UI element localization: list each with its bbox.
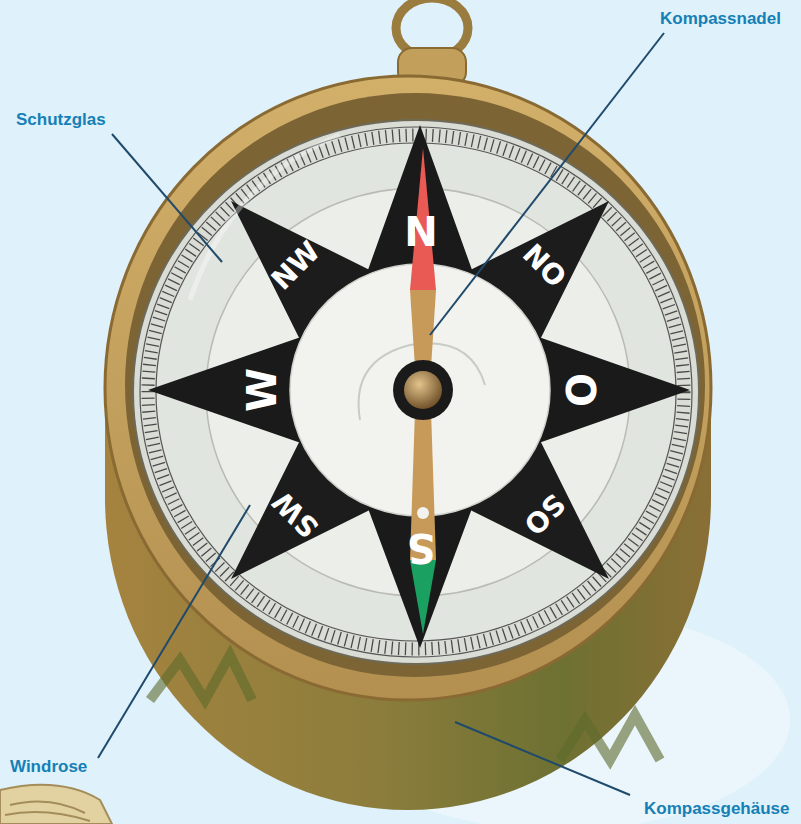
wind-rose [148, 125, 690, 648]
housing-rim [105, 76, 711, 700]
direction-letter: W [242, 368, 282, 412]
leader-line [455, 722, 630, 795]
glass-shine [190, 135, 340, 300]
direction-letter: NO [517, 239, 570, 292]
leader-lines [98, 33, 664, 795]
housing-inner-wall [125, 93, 705, 677]
shell-rings [5, 801, 90, 821]
direction-letter: S [407, 528, 436, 568]
direction-letter: N [404, 212, 437, 252]
direction-letter: SO [519, 489, 570, 540]
part-label: Kompassgehäuse [644, 800, 790, 817]
direction-letter: SW [268, 486, 324, 542]
wind-rose-cardinals [148, 125, 690, 648]
part-label: Windrose [10, 758, 87, 775]
needle-hub [404, 371, 442, 409]
needle-south [410, 560, 436, 634]
direction-letter: NW [267, 237, 325, 295]
protective-glass [133, 120, 699, 664]
shell [0, 785, 112, 824]
needle-hub-ring [393, 360, 453, 420]
leader-line [112, 134, 222, 262]
dial-ring [206, 188, 630, 596]
direction-letter: O [560, 373, 600, 407]
part-label: Kompassnadel [660, 10, 781, 27]
needle-hole [417, 507, 429, 519]
leader-line [430, 33, 664, 335]
compass-needle [393, 148, 453, 634]
needle-shaft-top [410, 290, 436, 368]
part-label: Schutzglas [16, 111, 106, 128]
leader-line [98, 505, 250, 758]
